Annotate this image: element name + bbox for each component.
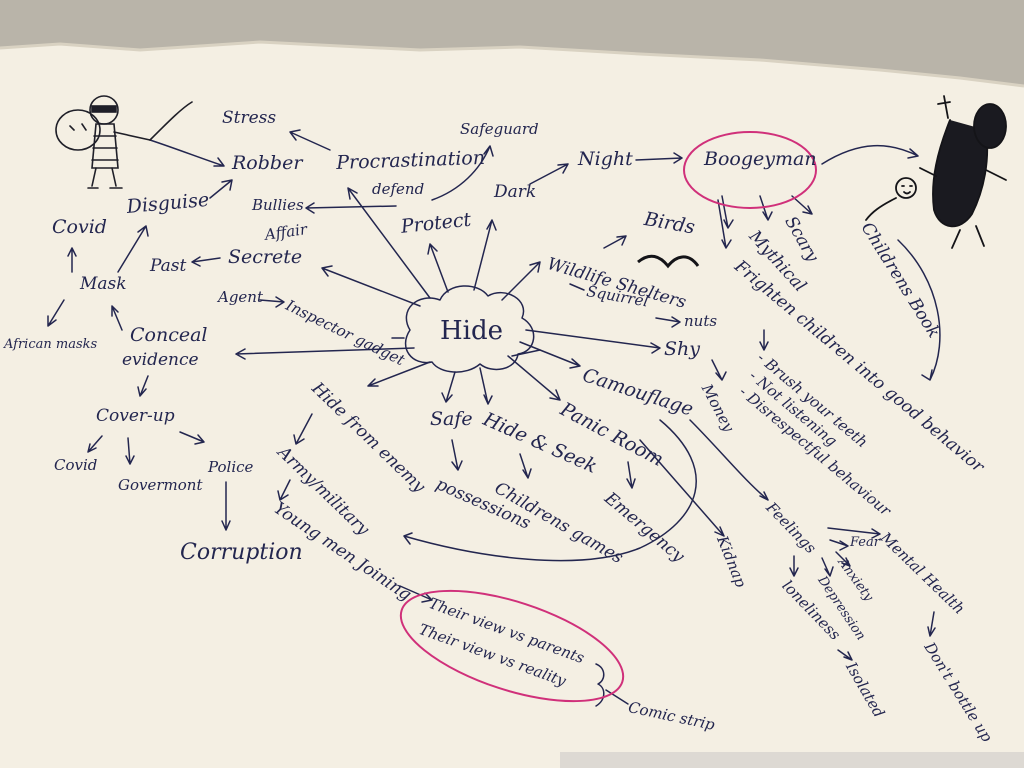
arrow-hide-secrete: [321, 265, 421, 307]
node-evidence: evidence: [122, 350, 199, 370]
arrow-enemy-army: [293, 413, 313, 445]
arrow-night-boogeyman: [635, 152, 683, 164]
arrow-hide-conceal: [235, 347, 415, 360]
curve-book-disrespectful: [897, 239, 941, 381]
arrow-safe-possessions: [451, 439, 463, 471]
floor-strip: [560, 752, 1024, 768]
arrow-panic-emergency: [626, 461, 636, 489]
arrow-feelings-depression: [821, 557, 834, 577]
node-agent: Agent: [218, 288, 263, 306]
arrow-procrastination-stress: [289, 129, 331, 151]
line-brace-comic: [605, 689, 629, 705]
arrow-conceal-mask: [111, 305, 123, 331]
hide-node: Hide: [440, 316, 504, 346]
arrow-boogey-monster: [821, 144, 919, 165]
monster-sketch-icon: [865, 95, 1007, 249]
curve-panicroom-army: [403, 419, 697, 562]
node-stress: Stress: [222, 108, 277, 128]
arrow-robber-sketch: [149, 139, 225, 167]
node-past: Past: [150, 256, 187, 276]
arrow-dark-night: [529, 163, 569, 185]
node-covid-bottom: Covid: [54, 456, 98, 474]
arrow-hide-money-line: [511, 349, 541, 357]
arrow-mask-covid: [67, 247, 77, 273]
arrow-feelings-fear: [829, 539, 849, 551]
torn-edge: [0, 40, 1024, 88]
arrow-hide-hideseek: [479, 367, 493, 405]
arrow-squirrel-nuts: [655, 316, 681, 328]
arrow-boogey-mythical: [721, 195, 734, 229]
node-cover-up: Cover-up: [96, 406, 175, 426]
node-safeguard: Safeguard: [460, 120, 539, 138]
arrow-feelings-mental: [827, 527, 881, 539]
arrow-camouflage-feelings: [689, 419, 769, 501]
paper-background: [0, 42, 1024, 768]
robber-sketch-icon: [55, 95, 193, 189]
arrow-feelings-loneliness: [789, 555, 799, 577]
arrow-camouflage-kidnap: [639, 439, 725, 537]
arrow-hide-dark: [473, 219, 497, 291]
arrow-feelings-anxiety: [835, 551, 851, 567]
node-nuts: nuts: [684, 312, 718, 330]
arrow-protect-bullies: [305, 202, 397, 214]
arrow-evidence-coverup: [137, 375, 149, 397]
arrow-hideseek-games: [519, 453, 532, 479]
arrow-protect-safeguard: [431, 145, 494, 201]
node-bullies: Bullies: [252, 196, 304, 214]
arrow-wildlife-squirrel: [569, 283, 585, 291]
hide-cloud-outline: [404, 285, 535, 373]
arrow-police-corruption: [221, 481, 231, 531]
arrow-hide-shy: [525, 329, 661, 354]
node-safe: Safe: [430, 408, 473, 430]
arrow-mask-african: [47, 299, 65, 327]
arrow-disguise-robber: [209, 179, 233, 199]
node-shy: Shy: [664, 338, 700, 360]
arrow-agent-inspector: [259, 296, 285, 308]
arrow-hide-enemy: [367, 361, 431, 387]
arrow-hide-protect: [427, 243, 449, 293]
arrow-boogey-book: [791, 195, 813, 215]
node-govermont: Govermont: [118, 476, 203, 494]
brace-views: [595, 663, 605, 707]
node-secrete: Secrete: [228, 246, 303, 268]
arrow-frighten-brush: [759, 329, 769, 351]
arrow-hide-camouflage: [519, 341, 581, 369]
arrow-coverup-police: [179, 431, 205, 445]
arrow-shy-money: [711, 359, 727, 381]
arrow-secrete-past: [191, 256, 221, 267]
node-robber: Robber: [232, 152, 303, 174]
node-covid-top: Covid: [52, 216, 107, 238]
arrow-mental-dontbottle: [927, 611, 936, 637]
boogeyman-highlight: [683, 131, 817, 209]
arrow-mask-disguise: [117, 225, 149, 273]
arrow-hide-wildlife: [501, 261, 541, 301]
arrow-boogey-frighten: [717, 199, 732, 249]
node-mask: Mask: [80, 274, 127, 294]
node-conceal: Conceal: [130, 324, 208, 346]
node-fear: Fear: [850, 535, 880, 550]
arrow-army-young: [277, 479, 291, 501]
node-defend: defend: [372, 180, 425, 198]
node-night: Night: [578, 148, 633, 170]
node-procrastination: Procrastination: [335, 146, 486, 174]
node-african-masks: African masks: [4, 337, 98, 352]
arrow-wildlife-birds: [603, 235, 627, 249]
node-police: Police: [208, 458, 254, 476]
arrow-coverup-govermont: [125, 437, 135, 465]
arrow-hide-safe: [441, 371, 456, 403]
arrow-coverup-covid: [87, 435, 103, 453]
arrow-hide-panicroom: [507, 355, 561, 401]
bird-sketch-icon: [637, 254, 700, 269]
node-boogeyman: Boogeyman: [704, 148, 817, 170]
node-dark: Dark: [494, 182, 537, 202]
arrow-loneliness-isolated: [837, 649, 853, 661]
views-highlight: [399, 589, 625, 703]
node-corruption: Corruption: [180, 540, 303, 565]
